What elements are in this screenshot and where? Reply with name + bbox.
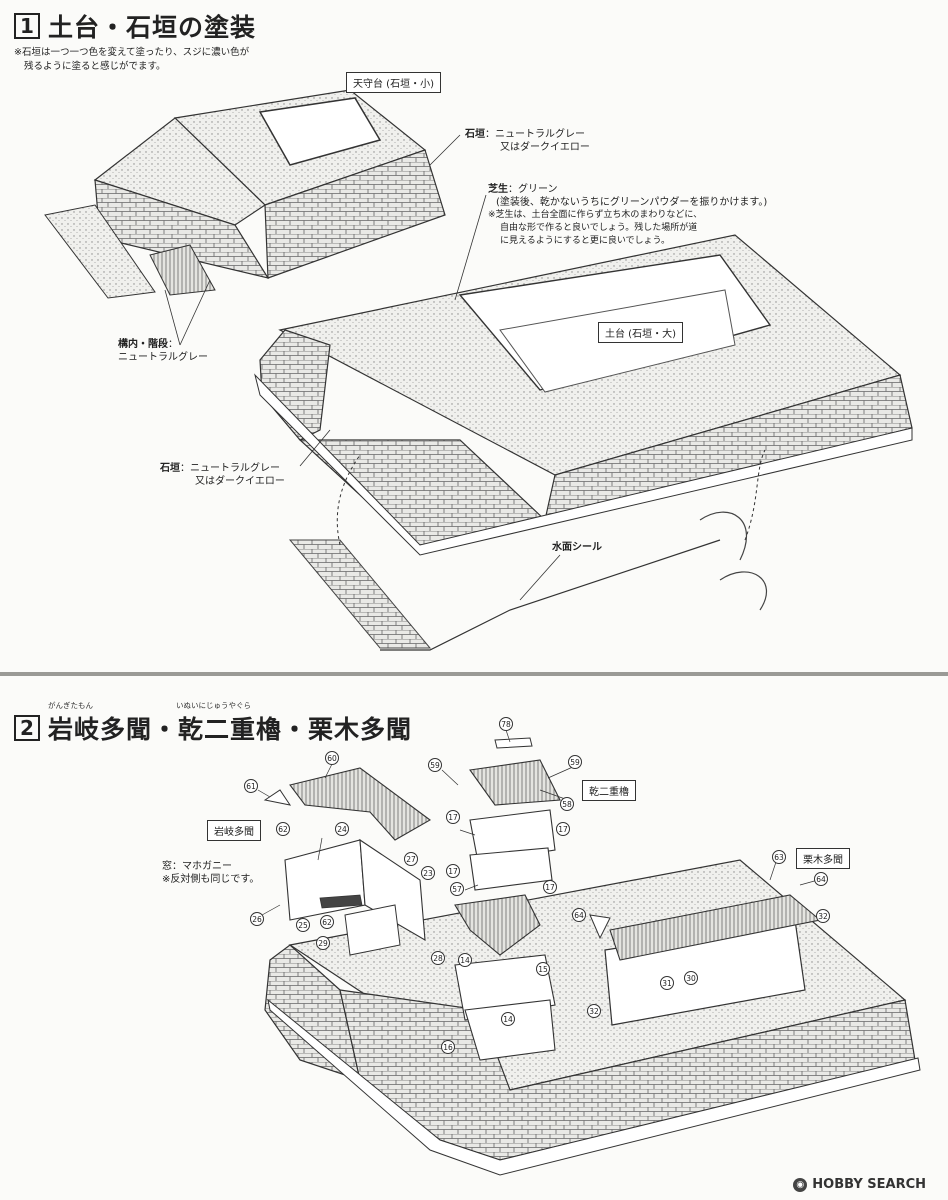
part-number: 28 [431,951,445,965]
kakunai-name: 構内・階段 [118,339,168,350]
part-number: 59 [428,758,442,772]
section2-base-drawing [263,737,921,1176]
shiba-name: 芝生 [488,184,508,195]
dodai-label: 土台 (石垣・大) [598,322,683,343]
mado-callout: 窓：マホガニー ※反対側も同じです。 [162,860,259,886]
section2-header: 2 岩岐多聞・乾二重櫓・栗木多聞 [14,710,412,746]
ishigaki-bottom-line2: 又はダークイエロー [195,476,285,487]
part-number: 32 [587,1004,601,1018]
hobby-search-watermark: ◉ HOBBY SEARCH [793,1177,926,1192]
kakunai-line2: ニュートラルグレー [118,352,208,363]
part-number: 32 [816,909,830,923]
part-number: 24 [335,822,349,836]
part-number: 59 [568,755,582,769]
watermark-text: HOBBY SEARCH [812,1177,926,1192]
part-number: 16 [441,1040,455,1054]
shiba-line1: ：グリーン [508,184,558,195]
leader-lines-1 [164,134,561,601]
section1-header: 1 土台・石垣の塗装 [14,8,256,44]
ishigaki-top-name: 石垣 [465,129,485,140]
part-number: 25 [296,918,310,932]
section1-title: 土台・石垣の塗装 [48,13,257,42]
part-number: 61 [244,779,258,793]
kakunai-callout: 構内・階段： ニュートラルグレー [118,338,208,364]
part-number: 78 [499,717,513,731]
shiba-note1: ※芝生は、土台全面に作らず立ち木のまわりなどに、 [488,210,703,220]
shiba-note3: に見えるようにすると更に良いでしょう。 [500,236,671,246]
section1-note-line1: ※石垣は一つ一つ色を変えて塗ったり、スジに濃い色が [14,47,250,58]
tenshu-base-label: 天守台 (石垣・小) [346,72,441,93]
kakunai-line1: ： [168,339,178,350]
part-number: 64 [572,908,586,922]
part-number: 62 [276,822,290,836]
part-number: 60 [325,751,339,765]
mado-line1: 窓：マホガニー [162,861,232,872]
shiba-note2: 自由な形で作ると良いでしょう。残した場所が道 [500,223,698,233]
section2-title: 岩岐多聞・乾二重櫓・栗木多聞 [48,715,413,744]
part-number: 17 [446,864,460,878]
part-number: 17 [543,880,557,894]
kuriki-tamon-label: 栗木多聞 [796,848,850,869]
shiba-callout: 芝生：グリーン (塗装後、乾かないうちにグリーンパウダーを振りかけます。) ※芝… [488,183,767,248]
part-number: 29 [316,936,330,950]
part-number: 26 [250,912,264,926]
part-number: 30 [684,971,698,985]
part-number: 64 [814,872,828,886]
part-number: 63 [772,850,786,864]
section1-note-line2: 残るように塗ると感じがでます。 [24,61,166,72]
part-number: 27 [404,852,418,866]
part-number: 62 [320,915,334,929]
ganki-tamon-label: 岩岐多聞 [207,820,261,841]
tenshu-base-drawing [44,89,446,299]
shiba-line2: (塗装後、乾かないうちにグリーンパウダーを振りかけます。) [496,197,768,208]
hobby-search-logo-icon: ◉ [793,1177,808,1192]
part-number: 14 [458,953,472,967]
ishigaki-bottom-line1: ：ニュートラルグレー [180,463,280,474]
section-divider [0,672,948,676]
part-number: 23 [421,866,435,880]
suimen-label: 水面シール [552,542,602,553]
mado-line2: ※反対側も同じです。 [162,874,260,885]
inui-yagura-label: 乾二重櫓 [582,780,636,801]
section2-number: 2 [14,715,40,741]
ruby-ganki: がんぎたもん [48,701,93,710]
part-number: 15 [536,962,550,976]
ishigaki-bottom-name: 石垣 [160,463,180,474]
section1-number: 1 [14,13,40,39]
large-base-drawing [254,234,913,651]
part-number: 14 [501,1012,515,1026]
part-number: 57 [450,882,464,896]
ishigaki-top-callout: 石垣：ニュートラルグレー 又はダークイエロー [465,128,590,154]
ruby-inui: いぬいにじゅうやぐら [176,701,251,710]
part-number: 58 [560,797,574,811]
part-number: 17 [446,810,460,824]
part-number: 31 [660,976,674,990]
part-number: 17 [556,822,570,836]
ishigaki-top-line1: ：ニュートラルグレー [485,129,585,140]
ishigaki-bottom-callout: 石垣：ニュートラルグレー 又はダークイエロー [160,462,285,488]
section1-note: ※石垣は一つ一つ色を変えて塗ったり、スジに濃い色が 残るように塗ると感じがでます… [14,46,249,74]
ishigaki-top-line2: 又はダークイエロー [500,142,590,153]
